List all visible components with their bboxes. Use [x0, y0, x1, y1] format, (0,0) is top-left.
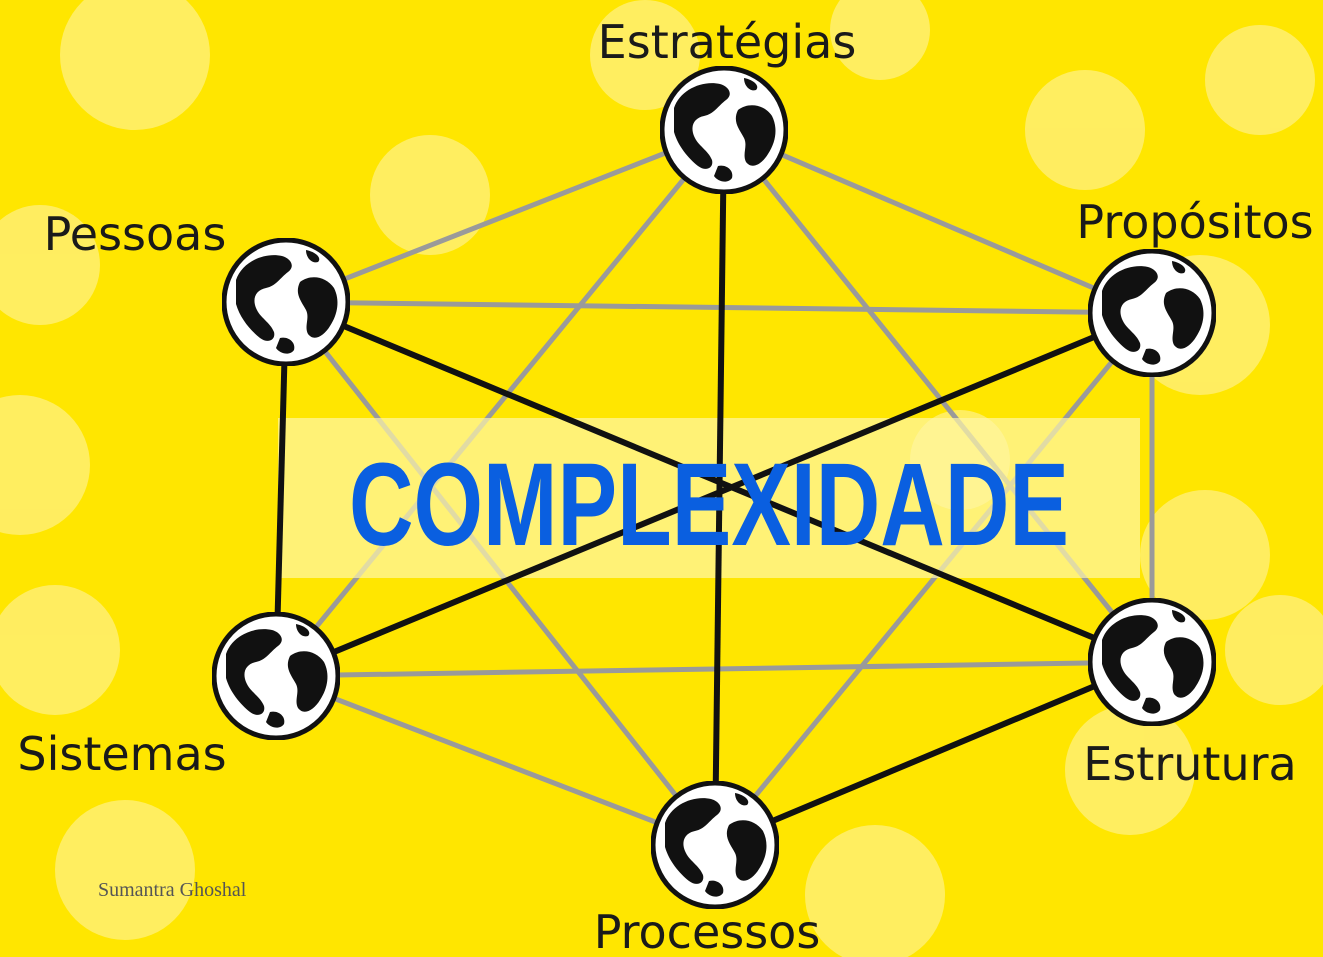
diagram-title: COMPLEXIDADE: [349, 439, 1069, 571]
node-label-propositos: Propósitos: [1076, 195, 1313, 249]
node-sistemas: Sistemas: [17, 614, 338, 781]
node-label-processos: Processos: [594, 905, 821, 957]
globe-icon: [224, 240, 348, 364]
weak-edge-estrategias-pessoas: [285, 127, 725, 305]
node-label-estrutura: Estrutura: [1083, 737, 1296, 791]
strong-edge-estrategias-processos: [712, 129, 727, 846]
globe-icon: [1090, 251, 1214, 375]
node-estrategias: Estratégias: [598, 15, 857, 192]
weak-edge-sistemas-estrutura: [275, 659, 1153, 679]
strong-edge-propositos-sistemas: [274, 310, 1154, 679]
node-propositos: Propósitos: [1076, 195, 1314, 375]
globe-icon: [1090, 600, 1214, 724]
weak-edge-propositos-processos: [713, 311, 1154, 847]
strong-edge-estrutura-processos: [713, 659, 1154, 848]
node-pessoas: Pessoas: [44, 207, 348, 364]
node-processos: Processos: [594, 783, 821, 957]
node-estrutura: Estrutura: [1083, 600, 1297, 791]
node-label-sistemas: Sistemas: [17, 727, 226, 781]
globe-icon: [214, 614, 338, 738]
weak-edge-sistemas-processos: [275, 673, 716, 848]
weak-edge-estrategias-sistemas: [274, 128, 726, 678]
globe-icon: [653, 783, 777, 907]
author-credit: Sumantra Ghoshal: [98, 879, 247, 901]
globe-icon: [662, 68, 786, 192]
node-label-estrategias: Estratégias: [598, 15, 857, 69]
weak-edge-estrategias-propositos: [723, 127, 1153, 316]
strong-edge-pessoas-estrutura: [284, 299, 1154, 665]
node-label-pessoas: Pessoas: [44, 207, 227, 261]
